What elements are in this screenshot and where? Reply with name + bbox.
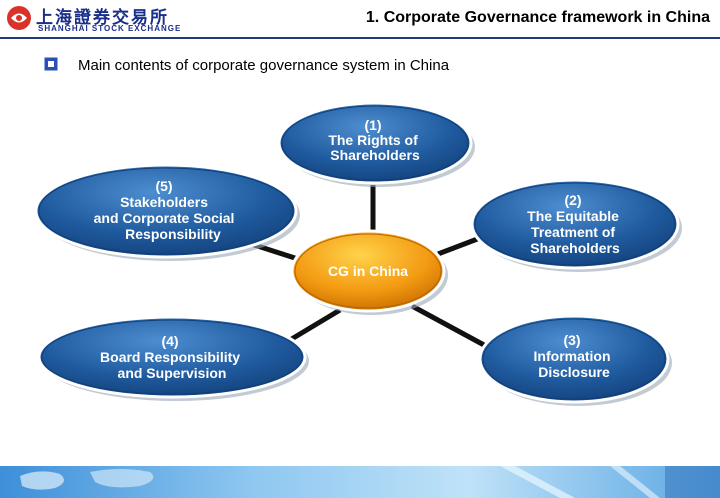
logo-chinese-name: 上海證券交易所 xyxy=(36,8,169,28)
node-rights-line-2: Shareholders xyxy=(330,147,420,163)
node-stakeholders-line-1: Stakeholders xyxy=(120,194,208,210)
node-board-line-1: Board Responsibility xyxy=(100,349,240,365)
node-equitable-line-2: Treatment of xyxy=(531,224,615,240)
slide-title: 1. Corporate Governance framework in Chi… xyxy=(365,9,710,26)
node-equitable-line-3: Shareholders xyxy=(530,240,620,256)
node-equitable: (2) The Equitable Treatment of Sharehold… xyxy=(470,178,682,272)
svg-text:(3) Information Di: (3) Information Disclosure xyxy=(534,332,615,380)
node-stakeholders: (5) Stakeholders and Corporate Social Re… xyxy=(34,163,300,261)
footer-banner xyxy=(0,466,720,498)
exchange-logo: 上海證券交易所 SHANGHAI STOCK EXCHANGE xyxy=(6,3,186,35)
slide-subtitle: Main contents of corporate governance sy… xyxy=(78,57,450,74)
node-equitable-line-1: The Equitable xyxy=(527,208,619,224)
node-rights: (1) The Rights of Shareholders xyxy=(277,101,475,187)
node-disclosure-number: (3) xyxy=(563,332,580,348)
node-board-number: (4) xyxy=(161,333,178,349)
node-stakeholders-number: (5) xyxy=(155,178,172,194)
node-rights-number: (1) xyxy=(364,117,381,133)
svg-text:(2) The Equitable: (2) The Equitable Treatment of Sharehold… xyxy=(527,192,623,256)
svg-text:(4) Board Responsibility: (4) Board Responsibility and Supervision xyxy=(100,333,244,381)
header: 上海證券交易所 SHANGHAI STOCK EXCHANGE 1. Corpo… xyxy=(0,0,720,39)
node-board: (4) Board Responsibility and Supervision xyxy=(37,315,309,401)
node-rights-line-1: The Rights of xyxy=(328,132,418,148)
node-disclosure: (3) Information Disclosure xyxy=(478,314,672,406)
square-bullet-icon xyxy=(44,57,58,71)
center-node: CG in China xyxy=(290,229,448,315)
logo-emblem-icon xyxy=(7,6,31,30)
center-node-label: CG in China xyxy=(328,263,408,279)
node-disclosure-line-2: Disclosure xyxy=(538,364,610,380)
node-board-line-2: and Supervision xyxy=(118,365,227,381)
connector-equitable xyxy=(437,235,481,257)
node-disclosure-line-1: Information xyxy=(534,348,611,364)
node-equitable-number: (2) xyxy=(564,192,581,208)
svg-text:(1) The Rights of: (1) The Rights of Shareholders xyxy=(328,117,421,163)
header-divider xyxy=(0,37,720,39)
governance-diagram: (1) The Rights of Shareholders (2) The E… xyxy=(34,101,682,406)
svg-text:(5) Stakeholders a: (5) Stakeholders and Corporate Social Re… xyxy=(94,178,239,242)
connector-board xyxy=(288,307,342,343)
logo-english-name: SHANGHAI STOCK EXCHANGE xyxy=(38,24,182,33)
connector-disclosure xyxy=(410,303,486,348)
node-stakeholders-line-3: Responsibility xyxy=(125,226,221,242)
node-stakeholders-line-2: and Corporate Social xyxy=(94,210,235,226)
